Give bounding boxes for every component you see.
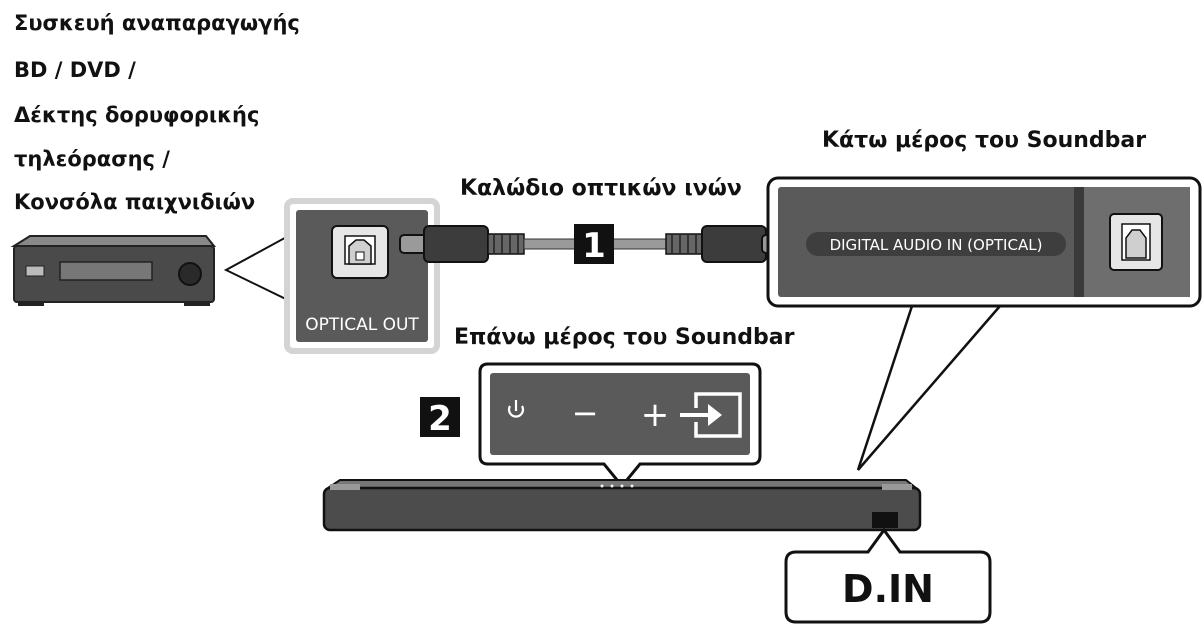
soundbar-bottom-panel-callout: DIGITAL AUDIO IN (OPTICAL): [766, 176, 1202, 308]
source-device-line-5: Κονσόλα παιχνιδιών: [14, 190, 256, 214]
minus-icon: −: [572, 394, 599, 432]
source-device-line-1: Συσκευή αναπαραγωγής: [14, 11, 300, 35]
d-in-label: D.IN: [842, 567, 934, 611]
source-device-line-2: BD / DVD /: [14, 58, 136, 82]
d-in-display-callout: D.IN: [784, 527, 992, 624]
top-of-soundbar-label: Επάνω μέρος του Soundbar: [454, 325, 795, 350]
optical-out-label: OPTICAL OUT: [305, 315, 419, 335]
soundbar-icon: [322, 479, 922, 532]
bottom-of-soundbar-label: Κάτω μέρος του Soundbar: [822, 128, 1147, 153]
optical-out-port-callout: OPTICAL OUT: [284, 198, 440, 354]
player-device-icon: [10, 235, 217, 306]
soundbar-top-controls-callout: − +: [478, 362, 762, 489]
source-device-line-4: τηλεόρασης /: [14, 147, 170, 171]
step-badge-1: 1: [574, 224, 614, 266]
step-badge-2: 2: [420, 397, 460, 439]
svg-text:1: 1: [582, 226, 606, 266]
power-icon: [507, 400, 525, 418]
svg-text:2: 2: [428, 399, 452, 439]
source-device-line-3: Δέκτης δορυφορικής: [14, 103, 260, 127]
plus-icon: +: [641, 395, 670, 435]
source-input-icon: [680, 392, 742, 438]
optical-cable-label: Καλώδιο οπτικών ινών: [460, 176, 742, 201]
digital-audio-in-label: DIGITAL AUDIO IN (OPTICAL): [830, 236, 1043, 254]
